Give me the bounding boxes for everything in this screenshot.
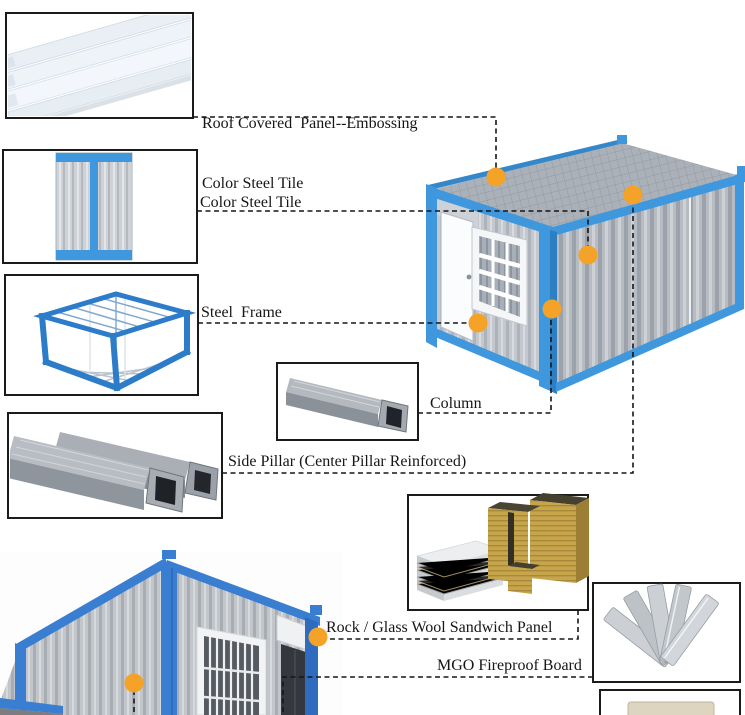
connector-mgo-board bbox=[282, 676, 593, 715]
container-house-render bbox=[426, 135, 745, 394]
photo-window bbox=[196, 626, 267, 715]
dot-top-rail bbox=[623, 185, 643, 205]
label-color-steel-tile: Color Steel Tile bbox=[200, 194, 302, 211]
render-door bbox=[440, 211, 474, 342]
label-roof-panel-line2: Color Steel Tile bbox=[202, 175, 304, 192]
label-column: Column bbox=[430, 395, 482, 412]
tube-front bbox=[10, 436, 185, 513]
render-blue-frame bbox=[426, 135, 745, 394]
container-house-site-photo bbox=[0, 550, 342, 715]
label-steel-frame: Steel Frame bbox=[201, 304, 282, 321]
callout-dots bbox=[124, 167, 643, 693]
side-pillar-tubes-photo bbox=[10, 432, 219, 513]
mgo-board-fan-photo bbox=[603, 583, 719, 668]
dot-photo-wall bbox=[124, 673, 144, 693]
panel-stack-yellow bbox=[488, 493, 589, 594]
partial-panel-photo bbox=[627, 701, 715, 715]
label-side-pillar: Side Pillar (Center Pillar Reinforced) bbox=[228, 453, 467, 470]
roof-covered-panel-photo bbox=[8, 15, 191, 116]
label-mgo-board: MGO Fireproof Board bbox=[437, 657, 582, 674]
label-roof-panel-line1: Roof Covered Panel--Embossing bbox=[202, 115, 418, 132]
steel-frame-photo bbox=[33, 291, 197, 392]
label-roof-panel: Roof Covered Panel--Embossing Color Stee… bbox=[202, 74, 418, 214]
render-window bbox=[471, 226, 528, 327]
connector-column bbox=[418, 316, 552, 414]
sandwich-panel-stacks-photo bbox=[415, 493, 589, 601]
connector-color-steel-tile bbox=[197, 210, 589, 250]
dot-photo-pillar bbox=[308, 627, 328, 647]
column-tube-photo bbox=[286, 378, 409, 433]
color-steel-tile-photo bbox=[55, 152, 133, 261]
dot-corner-pillar bbox=[542, 299, 562, 319]
render-side-wall bbox=[556, 179, 744, 388]
render-roof bbox=[431, 143, 744, 231]
callout-connectors bbox=[133, 116, 634, 715]
dot-end-wall bbox=[468, 313, 488, 333]
dot-side-wall bbox=[578, 245, 598, 265]
label-sandwich-panel: Rock / Glass Wool Sandwich Panel bbox=[326, 619, 553, 636]
connector-sandwich-panel bbox=[324, 610, 579, 640]
connector-side-pillar bbox=[222, 200, 634, 474]
dot-roof bbox=[486, 167, 506, 187]
